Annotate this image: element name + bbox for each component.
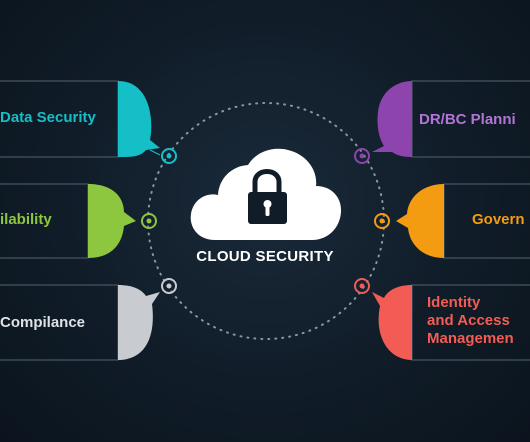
- connector-node-availability: [141, 213, 157, 229]
- cloud-lock-icon: [190, 148, 342, 240]
- speech-bubble-availability: [88, 184, 136, 258]
- speech-bubble-dr-bc-planning: [372, 81, 412, 157]
- label-governance: Govern: [472, 211, 525, 228]
- node-identity-access: [354, 278, 530, 361]
- center-title: CLOUD SECURITY: [196, 248, 334, 265]
- connector-node-dr-bc-planning: [354, 148, 370, 164]
- label-compliance: Compilance: [0, 314, 86, 331]
- speech-bubble-data-security: [118, 81, 160, 157]
- speech-bubble-compliance: [118, 285, 160, 360]
- label-availability: ilability: [0, 211, 52, 228]
- node-data-security: [0, 80, 177, 164]
- label-dr-bc-planning: DR/BC Planni: [419, 111, 516, 128]
- speech-bubble-governance: [396, 184, 444, 258]
- speech-bubble-identity-access: [372, 285, 412, 360]
- label-identity-access: Identity and Access Managemen: [427, 294, 514, 348]
- connector-node-governance: [374, 213, 390, 229]
- node-dr-bc-planning: [354, 80, 530, 164]
- label-identity-line-2: and Access: [427, 312, 510, 329]
- node-governance: [374, 183, 530, 259]
- label-identity-line-1: Identity: [427, 294, 481, 311]
- connector-node-compliance: [161, 278, 177, 294]
- node-compliance: [0, 278, 177, 361]
- node-availability: [0, 183, 157, 259]
- connector-node-data-security: [161, 148, 177, 164]
- label-identity-line-3: Managemen: [427, 330, 514, 347]
- label-data-security: Data Security: [0, 109, 96, 126]
- connector-node-identity-access: [354, 278, 370, 294]
